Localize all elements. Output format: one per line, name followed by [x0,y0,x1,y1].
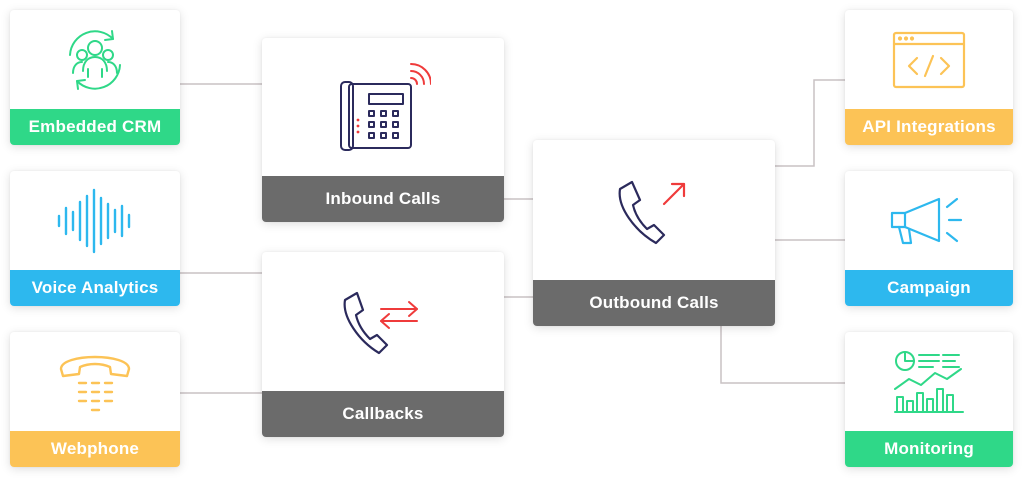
users-sync-icon [69,29,121,90]
webphone-card[interactable]: Webphone [10,332,180,467]
callback-arrows-icon [343,291,418,354]
inbound-calls-card[interactable]: Inbound Calls [262,38,504,222]
callbacks-card[interactable]: Callbacks [262,252,504,437]
monitoring-card[interactable]: Monitoring [845,332,1013,467]
outbound-calls-card[interactable]: Outbound Calls [533,140,775,326]
callbacks-label: Callbacks [262,391,504,437]
webphone-label: Webphone [10,431,180,467]
monitoring-label: Monitoring [845,431,1013,467]
analytics-dashboard-icon [894,350,964,413]
megaphone-icon [890,197,963,244]
embedded-crm-label: Embedded CRM [10,109,180,145]
api-integrations-label: API Integrations [845,109,1013,145]
outgoing-call-icon [618,180,686,245]
outbound-calls-label: Outbound Calls [533,280,775,326]
code-window-icon [892,31,966,88]
telephone-handset-icon [59,355,131,411]
inbound-calls-label: Inbound Calls [262,176,504,222]
api-integrations-card[interactable]: API Integrations [845,10,1013,145]
campaign-label: Campaign [845,270,1013,306]
voice-analytics-card[interactable]: Voice Analytics [10,171,180,306]
desk-phone-icon [340,63,431,151]
embedded-crm-card[interactable]: Embedded CRM [10,10,180,145]
voice-analytics-label: Voice Analytics [10,270,180,306]
campaign-card[interactable]: Campaign [845,171,1013,306]
sound-wave-icon [57,188,131,253]
